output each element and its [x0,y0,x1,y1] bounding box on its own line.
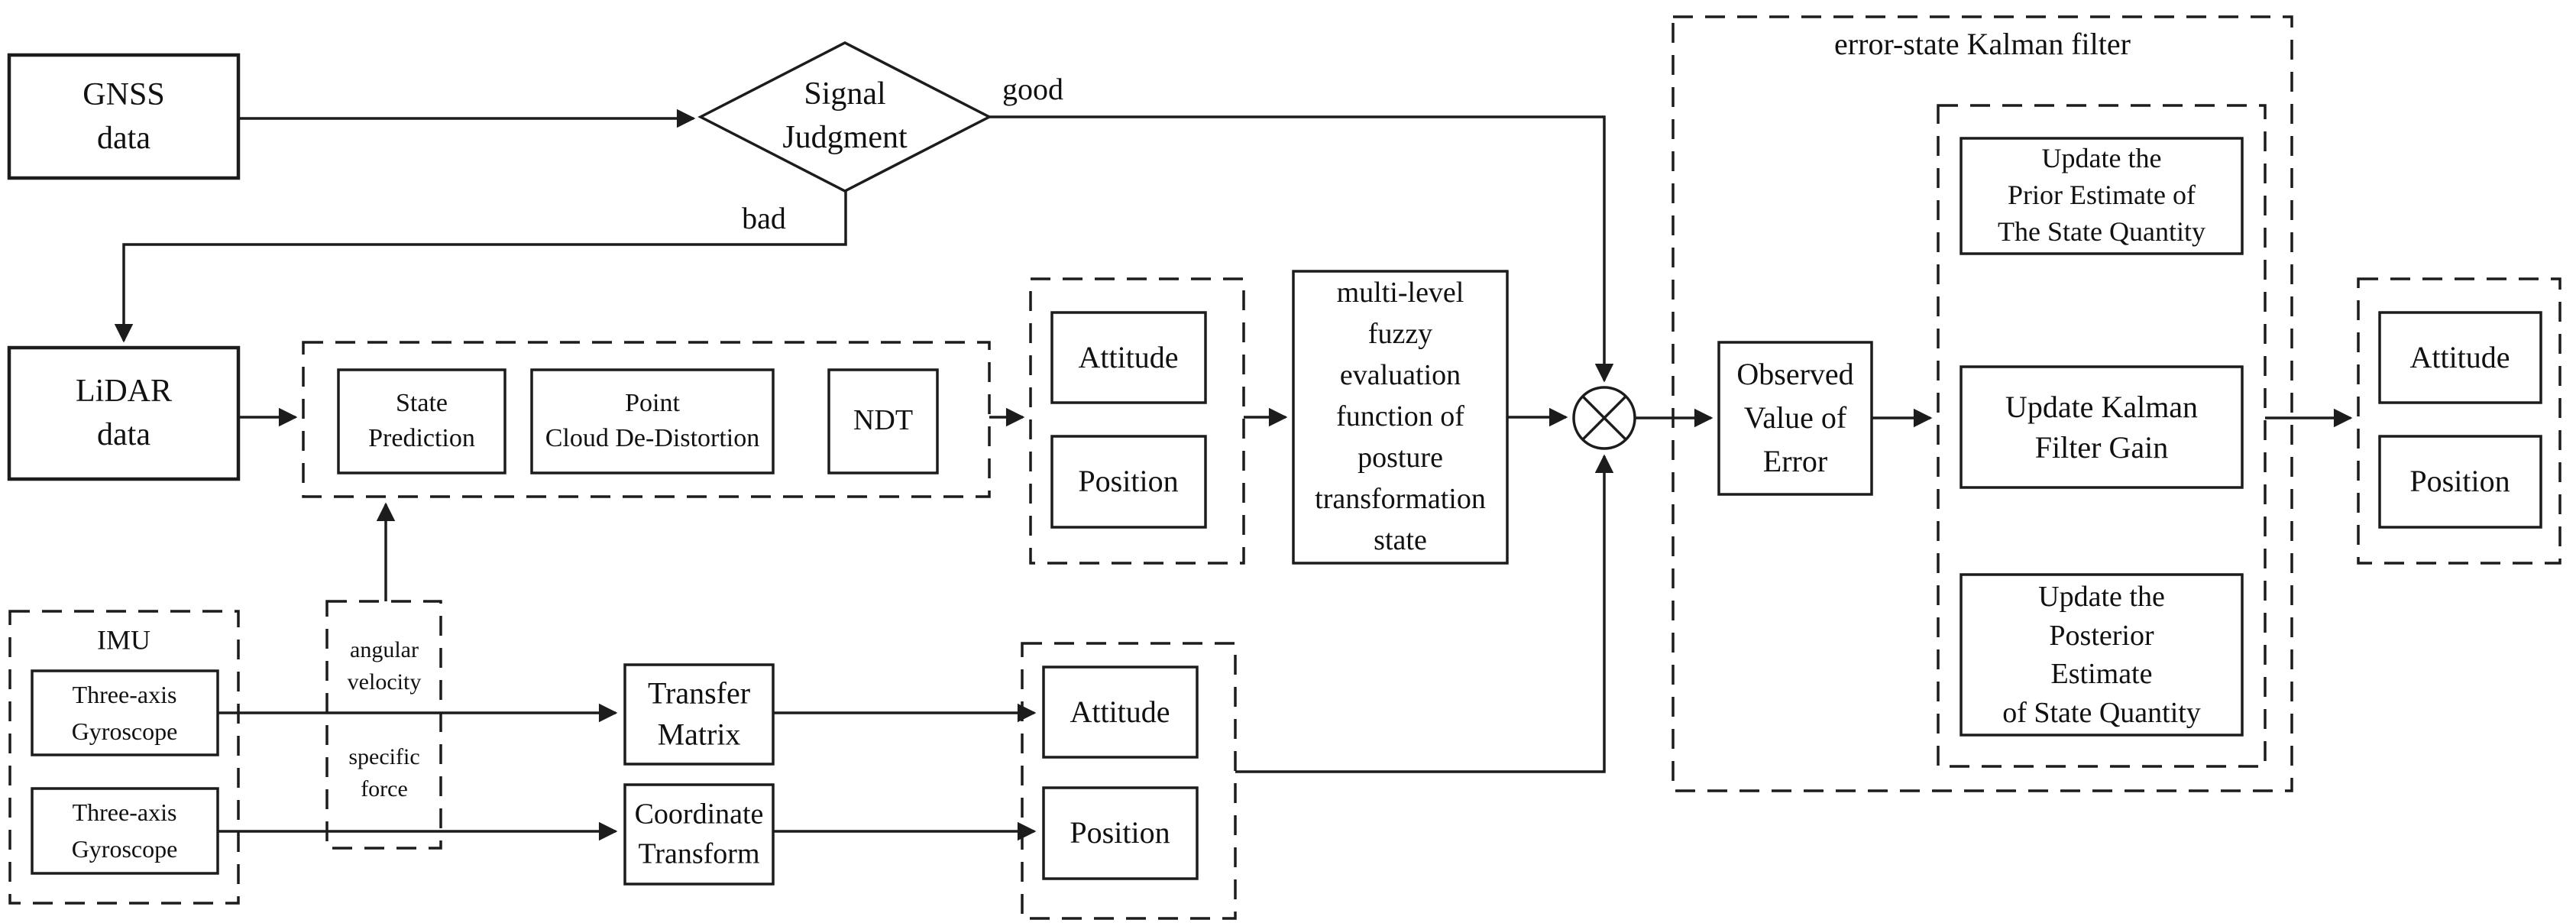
attitude-output-label: Attitude [2409,339,2510,374]
angular-velocity-label: angular velocity [347,637,422,695]
gyro-top-label: Three-axis Gyroscope [71,681,178,745]
observed-error-label: Observed Value of Error [1736,356,1854,478]
imu-title: IMU [97,624,150,656]
fuzzy-function-label: multi-level fuzzy evaluation function of… [1315,277,1486,556]
state-prediction-box [337,368,506,474]
fuzzy-function-box [1292,270,1509,565]
attitude-lidar-label: Attitude [1078,339,1179,374]
gyro-top-box [31,669,219,756]
lidar-label: LiDAR data [76,373,172,452]
update-prior-label: Update the Prior Estimate of The State Q… [1998,143,2205,247]
kalman-filter-title: error-state Kalman filter [1834,26,2131,61]
attitude-lidar-box [1050,311,1207,404]
transfer-matrix-label: Transfer Matrix [647,675,751,752]
kalman-update-group [1937,104,2267,768]
position-imu-box [1042,786,1199,880]
edge-bad-to-lidar [114,191,847,343]
position-lidar-label: Position [1078,463,1179,498]
coordinate-transform-box [623,783,775,886]
position-lidar-box [1050,435,1207,529]
attitude-imu-box [1042,666,1199,759]
gnss-box [7,53,241,180]
ndt-label: NDT [853,404,914,437]
lidar-pose-group [1029,277,1245,565]
imu-pose-group [1021,642,1237,920]
position-output-label: Position [2409,463,2510,498]
gyro-bottom-label: Three-axis Gyroscope [71,798,178,863]
lidar-box [7,345,241,481]
edge-good-to-multiplier [989,115,1614,383]
signal-judgment-label: Signal Judgment [782,76,908,155]
edge-imu-pose-to-multiplier [1235,454,1614,773]
update-posterior-label: Update the Posterior Estimate of State Q… [2002,580,2201,729]
coordinate-transform-label: Coordinate Transform [634,798,764,870]
kalman-filter-group [1671,15,2293,792]
update-gain-box [1960,365,2244,489]
specific-force-label: specific force [348,744,420,802]
attitude-output-box [2378,311,2542,404]
update-gain-label: Update Kalman Filter Gain [2005,389,2199,465]
position-imu-label: Position [1070,815,1170,850]
ndt-box [827,368,939,474]
state-prediction-label: State Prediction [368,388,475,452]
gyro-bottom-box [31,787,219,875]
imu-group [8,610,240,905]
point-cloud-box [530,368,775,474]
observed-error-box [1717,341,1873,496]
multiplier-x-stroke-2 [1581,395,1627,441]
bad-branch-label: bad [742,200,786,235]
point-cloud-label: Point Cloud De-Distortion [545,388,760,452]
good-branch-label: good [1002,71,1063,106]
update-posterior-box [1960,573,2244,737]
signal-judgment-diamond [697,41,992,193]
attitude-imu-label: Attitude [1070,694,1170,729]
position-output-box [2378,435,2542,529]
output-pose-group [2357,277,2561,565]
transfer-matrix-box [623,663,775,766]
multiplier-icon [1572,386,1636,450]
gnss-label: GNSS data [83,76,165,156]
update-prior-box [1960,137,2244,255]
imu-signals-group [325,600,442,850]
